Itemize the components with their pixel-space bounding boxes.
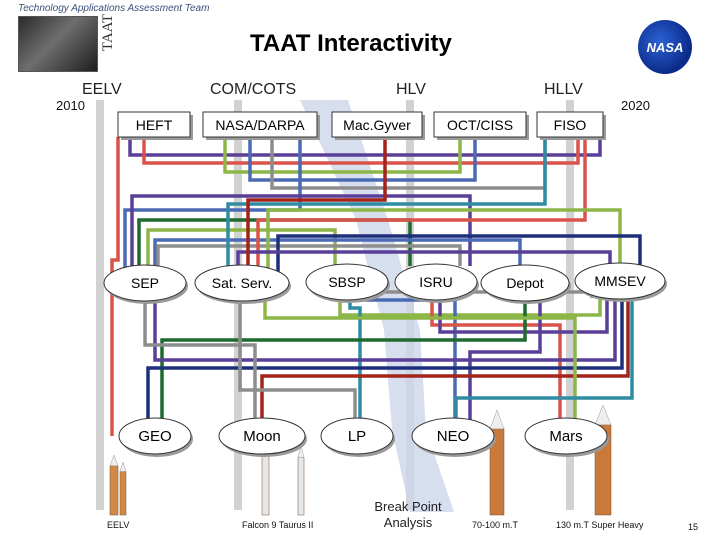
break-point-analysis-label: Break Point Analysis	[374, 499, 442, 530]
flow-ribbon	[300, 100, 454, 512]
era-band	[96, 100, 104, 510]
connection-line	[110, 137, 120, 436]
rocket-body	[109, 465, 119, 516]
destination-node-moon-label: Moon	[243, 428, 281, 445]
destination-node-geo	[118, 417, 192, 455]
capability-node-satserv-label: Sat. Serv.	[212, 275, 272, 291]
connection-line	[454, 298, 634, 422]
rocket-body	[119, 471, 127, 516]
rocket-nose	[297, 444, 305, 458]
year-end: 2020	[621, 98, 650, 113]
era-label-hlv: HLV	[396, 81, 426, 98]
era-band	[566, 100, 574, 510]
capability-node-depot-label: Depot	[506, 275, 543, 291]
org-name: Technology Applications Assessment Team	[18, 3, 210, 14]
rocket-nose	[119, 461, 127, 472]
connection-line	[143, 300, 257, 422]
connection-line	[146, 298, 624, 422]
program-label-fiso: FISO	[554, 117, 587, 133]
taat-logo-letters: TAAT	[100, 14, 116, 52]
capability-node-sbsp-label: SBSP	[328, 274, 365, 290]
program-label-nasadarpa: NASA/DARPA	[215, 117, 305, 133]
program-label-macgyver: Mac.Gyver	[343, 117, 411, 133]
super-heavy-rocket-icon	[594, 404, 612, 516]
rocket-body	[261, 453, 270, 516]
destination-node-mars	[524, 417, 608, 455]
vehicle-label-eelv: EELV	[107, 520, 130, 530]
connection-line	[468, 298, 542, 422]
destination-node-neo-label: NEO	[437, 428, 470, 445]
connection-line	[260, 298, 630, 422]
connection-line	[156, 244, 462, 283]
program-box	[536, 111, 604, 138]
connection-line	[246, 137, 387, 283]
destination-node-neo	[411, 417, 495, 455]
program-box	[331, 111, 423, 138]
connection-line	[223, 137, 462, 174]
eelv-rocket-icon	[109, 454, 119, 516]
capability-node-satserv	[194, 264, 290, 302]
page-title: TAAT Interactivity	[250, 30, 452, 57]
connection-line	[226, 137, 547, 283]
destination-node-geo-label: GEO	[138, 428, 171, 445]
program-box	[202, 111, 318, 138]
destination-node-moon	[218, 417, 306, 455]
connection-line	[276, 234, 642, 283]
connection-line	[430, 298, 562, 422]
rocket-body	[297, 457, 305, 516]
connection-line	[128, 137, 602, 157]
destination-node-mars-label: Mars	[549, 428, 582, 445]
capability-node-sep-label: SEP	[131, 275, 159, 291]
rocket-nose	[109, 454, 119, 467]
era-label-eelv: EELV	[82, 81, 122, 98]
vehicle-label-falcon: Falcon 9 Taurus II	[242, 520, 314, 530]
era-label-cots: COM/COTS	[210, 81, 297, 98]
connection-line	[142, 137, 580, 165]
capability-node-mmsev	[574, 262, 666, 300]
capability-node-depot	[480, 264, 570, 302]
year-start: 2010	[56, 98, 85, 113]
connection-line	[248, 137, 477, 182]
capability-node-sbsp	[305, 263, 389, 301]
program-box	[117, 111, 191, 138]
capability-node-sep	[103, 264, 187, 302]
connection-line	[130, 194, 472, 275]
era-label-hllv: HLLV	[544, 81, 583, 98]
connection-line	[263, 300, 577, 422]
vehicle-label-130mt: 130 m.T Super Heavy	[556, 520, 644, 530]
connection-line	[146, 228, 337, 275]
nasa-logo-text: NASA	[646, 40, 684, 55]
connection-line	[266, 208, 622, 283]
rocket-nose	[489, 409, 505, 430]
capability-node-isru	[394, 263, 478, 301]
nasa-meatball-icon: NASA	[638, 20, 692, 74]
era-band	[234, 100, 242, 510]
vehicle-label-70-100mt: 70-100 m.T	[472, 520, 519, 530]
rocket-nose	[594, 404, 612, 426]
taat-logo-image	[18, 16, 98, 72]
destination-node-lp-label: LP	[348, 428, 366, 445]
program-box	[433, 111, 527, 138]
connection-line	[153, 298, 617, 362]
destination-node-lp	[320, 417, 394, 455]
program-label-heft: HEFT	[136, 117, 173, 133]
page-number: 15	[688, 522, 699, 532]
capability-node-isru-label: ISRU	[419, 274, 452, 290]
taurus-rocket-icon	[297, 444, 305, 516]
program-label-octciss: OCT/CISS	[447, 117, 513, 133]
connection-line	[238, 300, 357, 422]
connection-line	[123, 137, 302, 275]
capability-node-mmsev-label: MMSEV	[594, 273, 646, 289]
eelv-rocket-2-icon	[119, 461, 127, 516]
heavy-lift-rocket-icon	[489, 409, 505, 516]
